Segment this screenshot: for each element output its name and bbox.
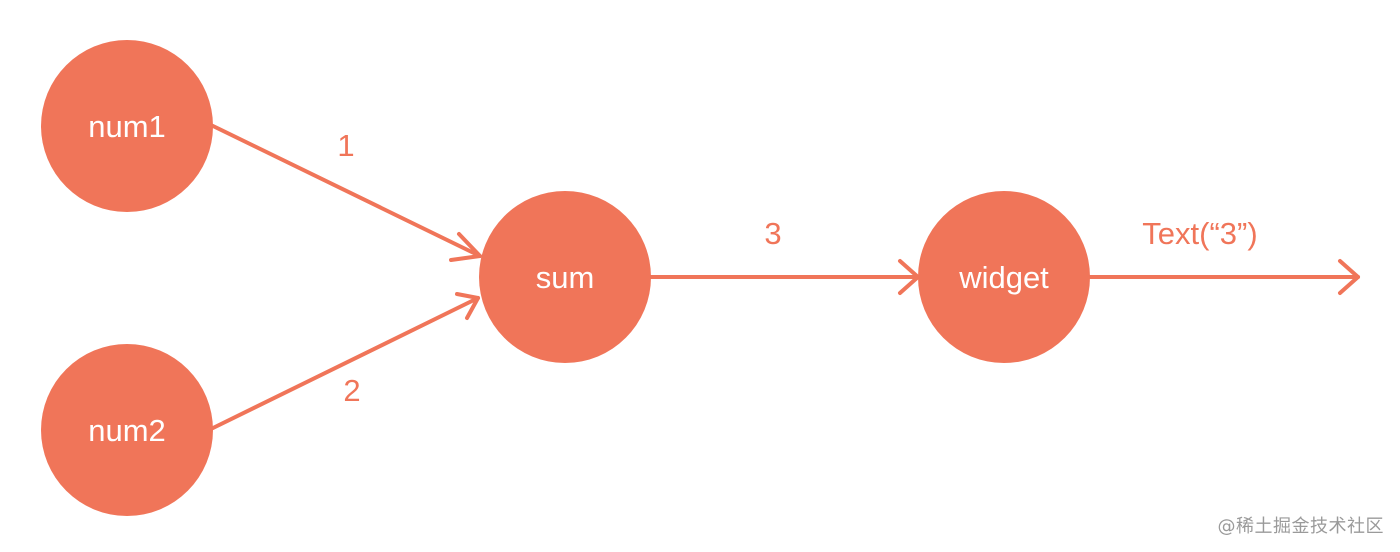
node-sum: sum	[479, 191, 651, 363]
arrow-head-icon	[1338, 259, 1360, 295]
edge-widget-output	[1088, 259, 1360, 295]
watermark-text: @稀土掘金技术社区	[1217, 516, 1384, 537]
node-label: num1	[88, 109, 166, 144]
node-label: sum	[536, 260, 595, 295]
node-widget: widget	[918, 191, 1090, 363]
node-num2: num2	[41, 344, 213, 516]
edge-line	[211, 296, 480, 430]
edge-num2-to-sum	[211, 292, 480, 430]
edge-label-3: 3	[764, 216, 781, 251]
node-label: widget	[958, 260, 1049, 295]
edge-label-output: Text(“3”)	[1142, 216, 1257, 251]
edge-sum-to-widget	[648, 259, 920, 295]
node-circle	[41, 40, 213, 212]
arrow-head-icon	[455, 292, 480, 320]
node-circle	[479, 191, 651, 363]
node-label: num2	[88, 413, 166, 448]
edge-line	[211, 124, 482, 258]
edge-num1-to-sum	[211, 124, 482, 262]
edge-label-2: 2	[343, 373, 360, 408]
node-num1: num1	[41, 40, 213, 212]
node-circle	[41, 344, 213, 516]
node-circle	[918, 191, 1090, 363]
edge-label-1: 1	[337, 128, 354, 163]
arrow-head-icon	[449, 232, 482, 262]
